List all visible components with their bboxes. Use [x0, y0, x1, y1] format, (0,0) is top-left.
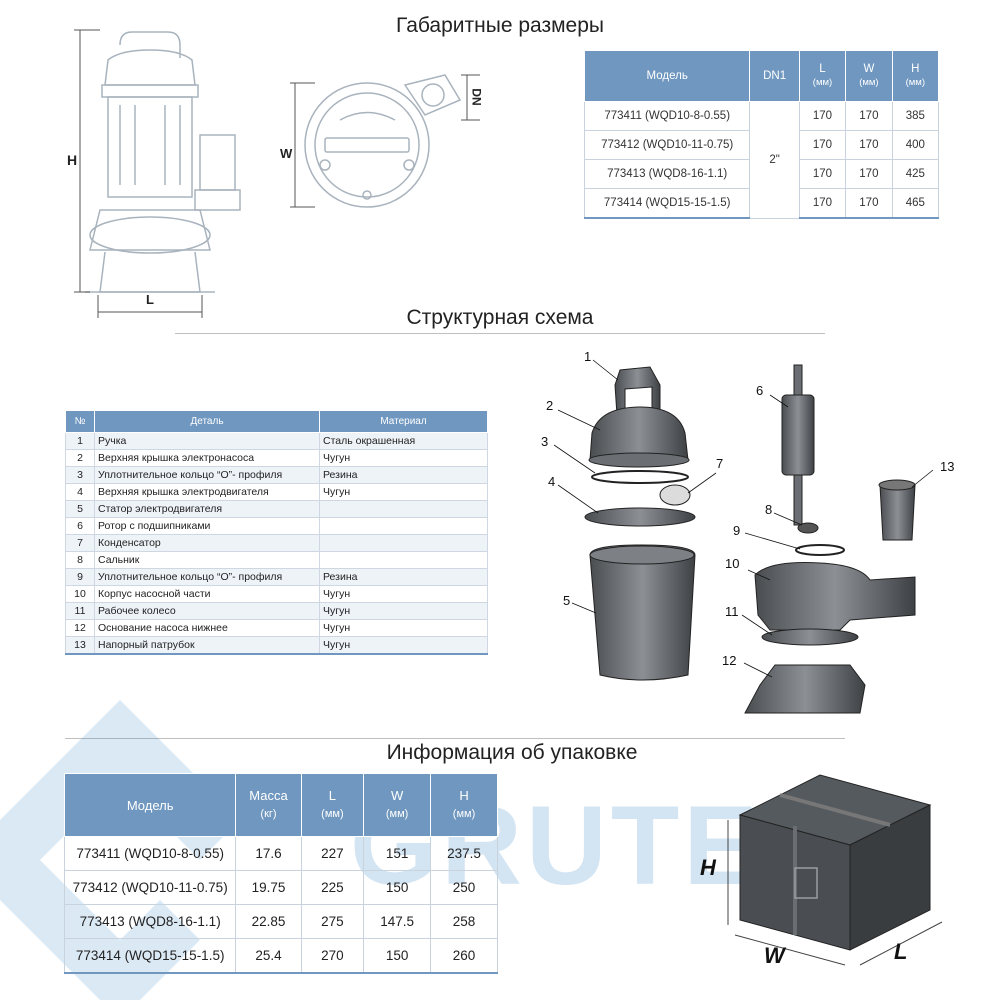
callout-3: 3: [541, 434, 549, 449]
dimensions-table: Модель DN1 L(мм) W(мм) H(мм) 773411 (WQD…: [583, 50, 940, 219]
parts-header-material: Материал: [319, 410, 488, 433]
callout-2: 2: [546, 398, 554, 413]
callout-11: 11: [725, 604, 739, 619]
divider: [65, 738, 845, 739]
height-label: H: [67, 152, 78, 168]
pack-header-h: H(мм): [430, 773, 498, 837]
callout-9: 9: [733, 523, 741, 538]
parts-header-part: Деталь: [94, 410, 320, 433]
callout-10: 10: [725, 556, 740, 571]
box-width-label: W: [764, 943, 785, 968]
parts-header-num: №: [65, 410, 95, 433]
width-label: W: [280, 146, 293, 161]
pack-header-l: L(мм): [300, 773, 365, 837]
callout-5: 5: [563, 593, 571, 608]
exploded-view-diagram: [553, 359, 934, 714]
dims-header-dn1: DN1: [749, 50, 800, 102]
callout-6: 6: [756, 383, 764, 398]
dims-header-model: Модель: [583, 50, 751, 102]
pump-top-drawing: [290, 74, 480, 208]
table-row: 773412 (WQD10-11-0.75) 170 170 400: [583, 130, 940, 160]
divider: [175, 333, 825, 334]
length-label: L: [146, 292, 154, 307]
dims-header-h: H(мм): [891, 50, 940, 102]
callout-1: 1: [584, 349, 592, 364]
callout-4: 4: [548, 474, 556, 489]
dn-label: DN: [469, 88, 484, 106]
structure-title: Структурная схема: [406, 306, 594, 329]
pack-header-mass: Масса(кг): [235, 773, 302, 837]
pack-header-model: Модель: [63, 773, 237, 837]
box-length-label: L: [894, 939, 908, 964]
dn1-cell: 2": [749, 101, 800, 219]
pump-side-drawing: [74, 29, 241, 318]
box-height-label: H: [700, 855, 716, 880]
packing-table: Модель Масса(кг) L(мм) W(мм) H(мм) 77341…: [63, 773, 498, 974]
packing-title: Информация об упаковке: [386, 741, 638, 764]
table-row: 773413 (WQD8-16-1.1) 170 170 425: [583, 159, 940, 189]
package-box-icon: [727, 774, 943, 966]
callout-8: 8: [765, 502, 773, 517]
table-row: 773411 (WQD10-8-0.55) 2" 170 170 385: [583, 101, 940, 219]
callout-7: 7: [716, 456, 724, 471]
callout-12: 12: [722, 653, 737, 668]
callout-13: 13: [940, 459, 955, 474]
pack-header-w: W(мм): [363, 773, 432, 837]
dimensions-title: Габаритные размеры: [396, 14, 604, 37]
dims-header-l: L(мм): [798, 50, 847, 102]
table-row: 773414 (WQD15-15-1.5) 170 170 465: [583, 188, 940, 219]
dims-header-w: W(мм): [845, 50, 893, 102]
